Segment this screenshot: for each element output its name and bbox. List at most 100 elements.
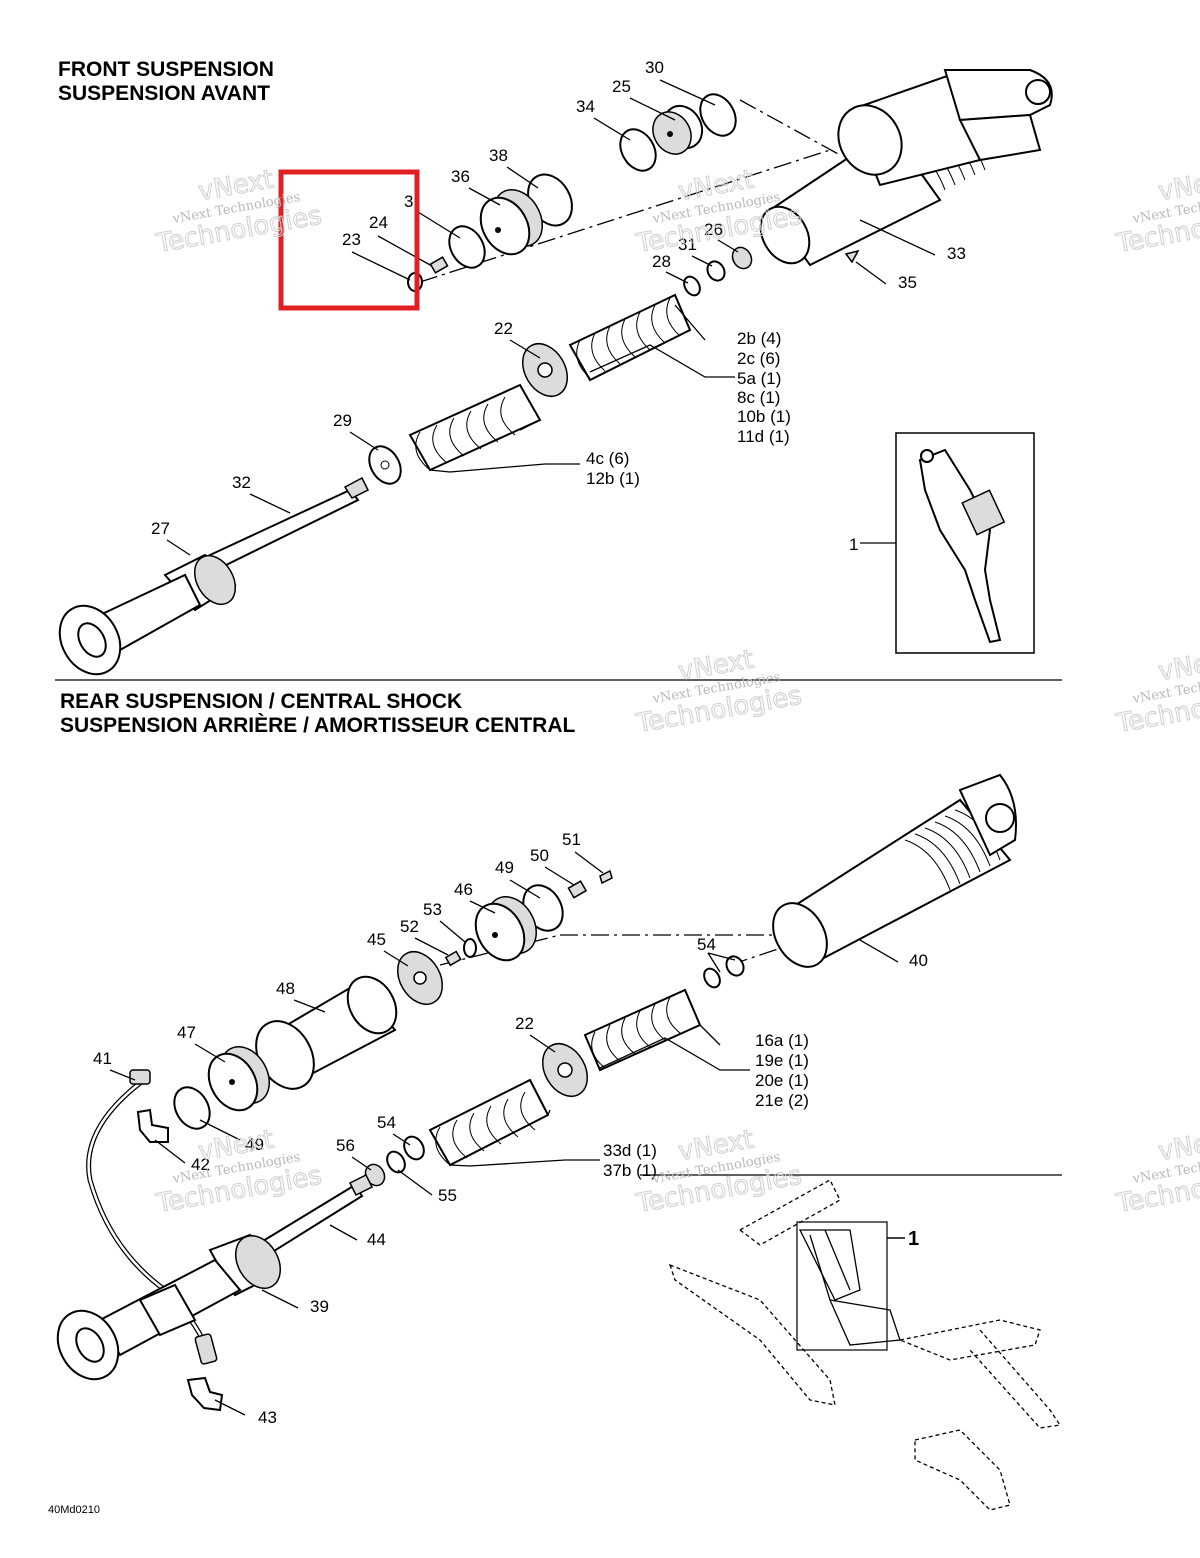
front-label-35: 35 [898,273,917,292]
figure-code: 40Md0210 [48,1504,100,1516]
rear-label-53: 53 [423,900,442,919]
rear-label-42: 42 [191,1155,210,1174]
front-group-a-5: 11d (1) [737,427,790,446]
front-bleed-35 [844,249,860,264]
front-axis-line [419,99,841,283]
rear-label-56: 56 [336,1136,355,1155]
front-label-36: 36 [451,167,470,186]
rear-washers-54a [703,955,745,989]
rear-cap-47 [207,1046,270,1112]
rear-o-ring-53 [463,938,477,958]
front-washer-29 [368,445,402,485]
rear-group-a-2: 20e (1) [755,1071,809,1090]
rear-label-44: 44 [367,1230,386,1249]
front-nut-26 [731,246,753,270]
front-piston-25 [652,104,704,155]
front-label-38: 38 [489,146,508,165]
rear-label-49: 49 [495,858,514,877]
rear-label-45: 45 [367,930,386,949]
front-label-27: 27 [151,519,170,538]
front-label-31: 31 [678,235,697,254]
front-assembly-inset [895,432,1035,654]
rear-label-43: 43 [258,1408,277,1427]
rear-screw-51 [599,869,613,885]
rear-label-39: 39 [310,1297,329,1316]
front-label-25: 25 [612,77,631,96]
rear-shock-body [772,773,1017,968]
front-label-33: 33 [947,244,966,263]
rear-group-a-3: 21e (2) [755,1091,809,1110]
front-label-23: 23 [342,230,361,249]
rear-eye-lower [56,1258,242,1381]
front-group-a: 2b (4) 2c (6) 5a (1) 8c (1) 10b (1) 11d … [737,329,791,446]
front-label-26: 26 [704,220,723,239]
front-label-32: 32 [232,473,251,492]
front-label-1: 1 [849,535,858,554]
front-shock-body [759,69,1053,267]
rear-label-51: 51 [562,830,581,849]
front-valve-24 [429,256,449,274]
front-title-fr: SUSPENSION AVANT [58,82,270,105]
front-group-a-2: 5a (1) [737,369,781,388]
front-o-ring-30 [699,93,737,137]
rear-label-22r: 22 [515,1014,534,1033]
front-label-22: 22 [494,319,513,338]
rear-group-a: 16a (1) 19e (1) 20e (1) 21e (2) [755,1031,809,1110]
front-group-b: 4c (6) 12b (1) [586,449,640,488]
rear-piston-45 [396,951,444,1005]
rear-ring-49b [173,1086,211,1130]
rear-label-52: 52 [400,917,419,936]
rear-fitting-42 [136,1108,169,1143]
front-label-3: 3 [404,192,413,211]
rear-label-46: 46 [454,880,473,899]
front-bumper-27 [163,553,237,612]
rear-label-40: 40 [909,951,928,970]
rear-group-a-1: 19e (1) [755,1051,809,1070]
front-spring-lower [408,383,542,472]
rear-group-a-0: 16a (1) [755,1031,809,1050]
front-washer-31 [706,260,726,282]
front-label-34: 34 [576,97,595,116]
rear-valve-52 [444,950,462,967]
rear-label-47: 47 [177,1023,196,1042]
rear-group-b-1: 37b (1) [603,1161,657,1180]
rear-group-b-0: 33d (1) [603,1141,657,1160]
rear-slider-22 [541,1043,589,1097]
front-group-a-4: 10b (1) [737,407,791,426]
front-label-24: 24 [369,213,388,232]
rear-label-50: 50 [530,846,549,865]
rear-spring-lower [428,1078,550,1167]
rear-valve-50 [567,880,588,899]
front-group-b-1: 12b (1) [586,469,640,488]
front-group-a-1: 2c (6) [737,349,780,368]
rear-fitting-43 [186,1376,224,1412]
front-spring-upper [568,293,692,382]
rear-spring-upper [583,988,702,1072]
front-eye-lower [58,573,202,676]
front-slider-22 [521,343,569,397]
rear-label-54a: 54 [697,935,716,954]
rear-cap-46 [474,896,537,962]
rear-label-41: 41 [93,1049,112,1068]
front-washer-28 [683,275,701,297]
rear-inset-callout: 1 [908,1228,919,1250]
front-leaders [166,79,936,556]
front-group-a-0: 2b (4) [737,329,781,348]
rear-leaders [109,851,899,1416]
front-group-b-0: 4c (6) [586,449,629,468]
front-title-en: FRONT SUSPENSION [58,58,274,81]
rear-suspension-inset [668,1179,1062,1511]
front-cap-36 [479,189,543,256]
front-label-29: 29 [333,411,352,430]
rear-title-fr: SUSPENSION ARRIÈRE / AMORTISSEUR CENTRAL [60,714,576,737]
rear-title-en: REAR SUSPENSION / CENTRAL SHOCK [60,690,463,713]
